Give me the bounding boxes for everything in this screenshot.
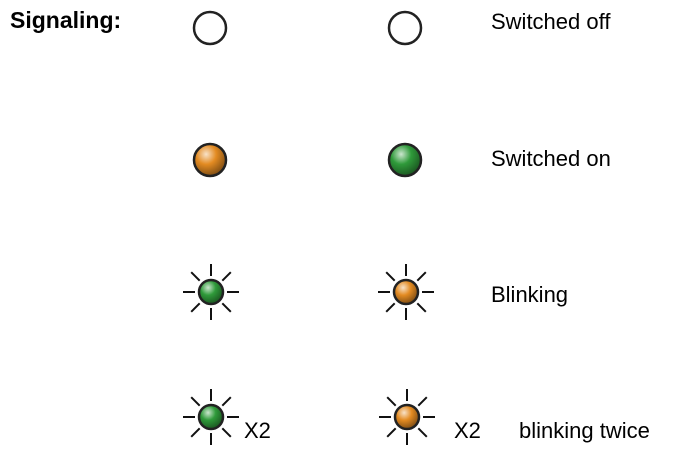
blink-ray bbox=[221, 396, 232, 407]
led-lamp bbox=[387, 10, 423, 46]
blink-ray bbox=[190, 427, 201, 438]
led-lamp bbox=[197, 278, 225, 306]
left-led-amber-on-icon bbox=[192, 142, 228, 178]
blink-ray bbox=[386, 427, 397, 438]
led-lamp bbox=[192, 142, 228, 178]
led-lamp bbox=[393, 403, 421, 431]
description-blinking: Blinking bbox=[491, 282, 569, 307]
blink-ray bbox=[190, 396, 201, 407]
right-led-off-icon bbox=[387, 10, 423, 46]
blink-ray bbox=[416, 271, 427, 282]
led-lamp bbox=[197, 403, 225, 431]
right-led-amber-blinking-twice-icon bbox=[379, 389, 435, 445]
blink-ray bbox=[386, 396, 397, 407]
description-switched-on: Switched on bbox=[491, 146, 611, 171]
left-multiplier-label: X2 bbox=[244, 418, 271, 443]
blink-ray bbox=[221, 302, 232, 313]
right-multiplier-label: X2 bbox=[454, 418, 481, 443]
blink-ray bbox=[190, 302, 201, 313]
description-switched-off: Switched off bbox=[491, 9, 611, 34]
blink-ray bbox=[417, 427, 428, 438]
blink-ray bbox=[221, 271, 232, 282]
led-lamp bbox=[387, 142, 423, 178]
led-lamp bbox=[392, 278, 420, 306]
blink-ray bbox=[385, 302, 396, 313]
blink-ray bbox=[416, 302, 427, 313]
signaling-title: Signaling: bbox=[10, 7, 122, 33]
right-led-green-on-icon bbox=[387, 142, 423, 178]
blink-ray bbox=[190, 271, 201, 282]
blink-ray bbox=[417, 396, 428, 407]
blink-ray bbox=[221, 427, 232, 438]
led-lamp bbox=[192, 10, 228, 46]
blink-ray bbox=[385, 271, 396, 282]
left-led-green-blinking-twice-icon bbox=[183, 389, 239, 445]
left-led-off-icon bbox=[192, 10, 228, 46]
left-led-green-blinking-icon bbox=[183, 264, 239, 320]
right-led-amber-blinking-icon bbox=[378, 264, 434, 320]
description-blinking-twice: blinking twice bbox=[519, 418, 650, 443]
